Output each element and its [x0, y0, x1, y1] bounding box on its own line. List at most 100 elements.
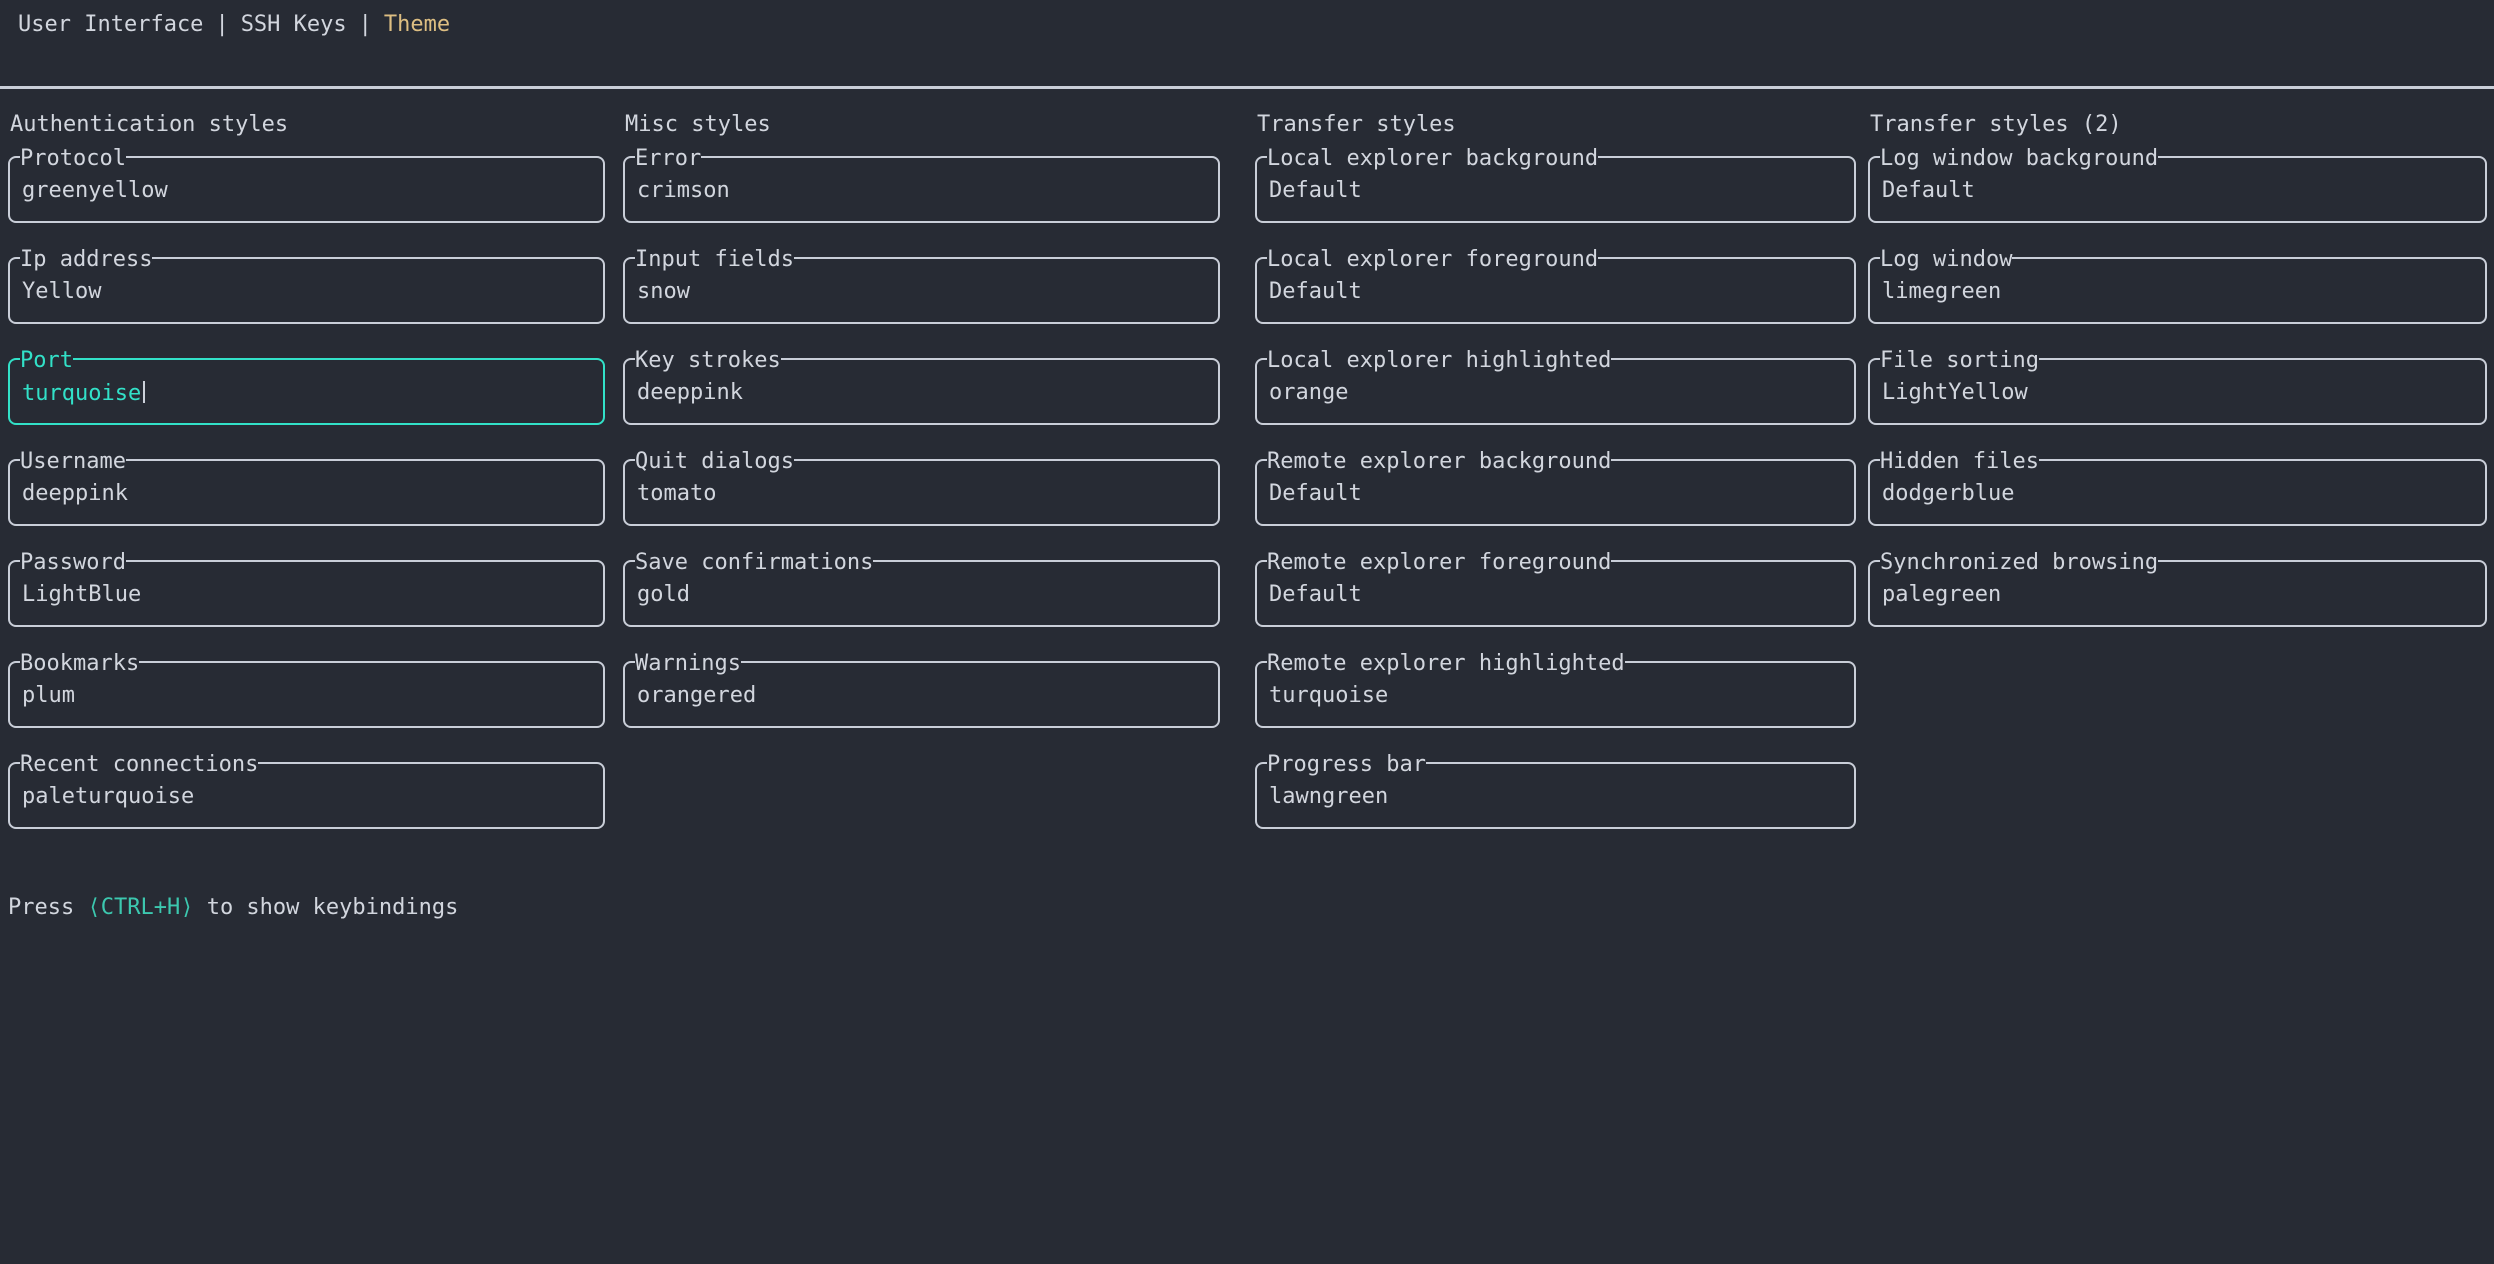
field-value: orangered [625, 663, 1218, 708]
field-label: Remote explorer highlighted [1267, 651, 1625, 676]
field-value-text: paleturquoise [22, 784, 195, 809]
field-label: Log window [1880, 247, 2013, 272]
field-value: Default [1257, 461, 1854, 506]
field-save-confirmations[interactable]: Save confirmations gold [623, 551, 1220, 627]
field-value-text: gold [637, 582, 690, 607]
field-value: orange [1257, 360, 1854, 405]
tab-separator: | [215, 12, 229, 37]
field-recent-connections[interactable]: Recent connections paleturquoise [8, 753, 605, 829]
field-value: gold [625, 562, 1218, 607]
field-value-text: LightYellow [1882, 380, 2028, 405]
field-value: LightYellow [1870, 360, 2485, 405]
field-input-fields[interactable]: Input fields snow [623, 248, 1220, 324]
column-title: Authentication styles [10, 112, 289, 137]
field-value-text: snow [637, 279, 690, 304]
field-label: Progress bar [1267, 752, 1426, 777]
field-label: Local explorer background [1267, 146, 1599, 171]
text-cursor [143, 381, 146, 403]
field-label: Recent connections [20, 752, 259, 777]
field-label: Password [20, 550, 126, 575]
field-progress-bar[interactable]: Progress bar lawngreen [1255, 753, 1856, 829]
field-value-text: turquoise [22, 381, 142, 406]
field-value: turquoise [10, 360, 603, 406]
field-value-text: Default [1269, 582, 1362, 607]
field-remote-explorer-highlighted[interactable]: Remote explorer highlighted turquoise [1255, 652, 1856, 728]
field-value: deeppink [625, 360, 1218, 405]
field-label: Port [20, 348, 73, 373]
field-synchronized-browsing[interactable]: Synchronized browsing palegreen [1868, 551, 2487, 627]
tab-user-interface[interactable]: User Interface [18, 12, 204, 37]
tab-bar: User Interface | SSH Keys | Theme [18, 12, 2494, 38]
tab-theme[interactable]: Theme [383, 12, 451, 37]
field-value: LightBlue [10, 562, 603, 607]
field-label: Local explorer foreground [1267, 247, 1599, 272]
field-value: crimson [625, 158, 1218, 203]
field-value-text: Yellow [22, 279, 102, 304]
field-value: Default [1257, 158, 1854, 203]
field-value: Default [1257, 562, 1854, 607]
field-label: Log window background [1880, 146, 2159, 171]
field-label: Error [635, 146, 702, 171]
field-bookmarks[interactable]: Bookmarks plum [8, 652, 605, 728]
field-value-text: tomato [637, 481, 717, 506]
field-label: Key strokes [635, 348, 781, 373]
field-label: Bookmarks [20, 651, 140, 676]
help-text-suffix: to show keybindings [193, 895, 459, 920]
field-error[interactable]: Error crimson [623, 147, 1220, 223]
field-label: Ip address [20, 247, 153, 272]
field-label: Remote explorer background [1267, 449, 1612, 474]
field-value: greenyellow [10, 158, 603, 203]
field-value: palegreen [1870, 562, 2485, 607]
tab-ssh-keys[interactable]: SSH Keys [240, 12, 347, 37]
field-value-text: Default [1882, 178, 1975, 203]
field-value-text: Default [1269, 178, 1362, 203]
field-value-text: lawngreen [1269, 784, 1389, 809]
field-value-text: deeppink [22, 481, 128, 506]
field-value-text: orange [1269, 380, 1349, 405]
field-value: Yellow [10, 259, 603, 304]
field-value: plum [10, 663, 603, 708]
field-value: Default [1257, 259, 1854, 304]
field-value-text: dodgerblue [1882, 481, 2015, 506]
field-value-text: greenyellow [22, 178, 168, 203]
field-value-text: Default [1269, 481, 1362, 506]
field-hidden-files[interactable]: Hidden files dodgerblue [1868, 450, 2487, 526]
help-text-prefix: Press [8, 895, 88, 920]
field-port[interactable]: Port turquoise [8, 349, 605, 425]
field-label: Hidden files [1880, 449, 2039, 474]
field-value: snow [625, 259, 1218, 304]
field-value: Default [1870, 158, 2485, 203]
field-value-text: limegreen [1882, 279, 2002, 304]
column-transfer-styles-2: Transfer styles (2)Log window background… [1868, 112, 2487, 661]
field-value-text: plum [22, 683, 75, 708]
column-title: Transfer styles [1257, 112, 1456, 137]
field-label: Input fields [635, 247, 794, 272]
field-log-window[interactable]: Log window limegreen [1868, 248, 2487, 324]
field-label: Save confirmations [635, 550, 874, 575]
field-value: paleturquoise [10, 764, 603, 809]
field-value: dodgerblue [1870, 461, 2485, 506]
field-label: Warnings [635, 651, 741, 676]
field-value-text: turquoise [1269, 683, 1389, 708]
field-value-text: palegreen [1882, 582, 2002, 607]
field-label: Synchronized browsing [1880, 550, 2159, 575]
field-label: Remote explorer foreground [1267, 550, 1612, 575]
field-value-text: crimson [637, 178, 730, 203]
field-value: limegreen [1870, 259, 2485, 304]
